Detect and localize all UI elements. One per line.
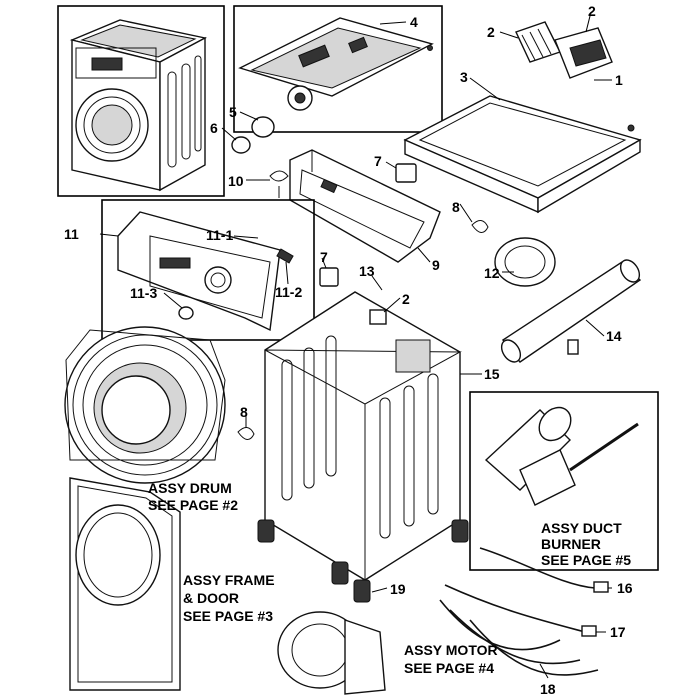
- control-panel-assembly: [101, 199, 315, 341]
- callout-6: 6: [210, 120, 218, 136]
- note-duct-line1: ASSY DUCT: [541, 520, 622, 536]
- clip-8-left: [237, 427, 255, 440]
- clips-and-brackets: [237, 163, 489, 440]
- clip-10: [269, 170, 289, 198]
- note-motor-line1: ASSY MOTOR: [404, 642, 498, 658]
- knob-part-5: [251, 116, 275, 138]
- bracket-7-top: [395, 163, 417, 183]
- assembly-notes: ASSY DRUM SEE PAGE #2 ASSY FRAME & DOOR …: [148, 480, 631, 676]
- drum-front-assembly: [64, 326, 226, 484]
- callout-17: 17: [610, 624, 626, 640]
- overview-inset: [57, 5, 225, 197]
- callout-11-2: 11-2: [275, 284, 302, 300]
- sensor-2-mid: [369, 309, 387, 325]
- selector-knob: [204, 266, 232, 294]
- pcb-board: [250, 27, 422, 89]
- callout-9: 9: [432, 257, 440, 273]
- note-frame-line1: ASSY FRAME: [183, 572, 275, 588]
- callout-2-cabinet: 2: [402, 291, 410, 307]
- note-frame-line3: SEE PAGE #3: [183, 608, 273, 624]
- cabinet: [264, 291, 462, 581]
- note-motor-line2: SEE PAGE #4: [404, 660, 494, 676]
- bracket-7-mid: [319, 267, 339, 287]
- exhaust-duct-parts: [494, 237, 642, 363]
- knob-11-3: [178, 306, 194, 320]
- callout-7-mid: 7: [320, 249, 328, 265]
- callout-15: 15: [484, 366, 500, 382]
- note-drum-line1: ASSY DRUM: [148, 480, 232, 496]
- callout-10: 10: [228, 173, 244, 189]
- note-frame-line2: & DOOR: [183, 590, 239, 606]
- callout-7-top: 7: [374, 153, 382, 169]
- callout-13: 13: [359, 263, 375, 279]
- control-board-assembly: [231, 5, 443, 154]
- knob-part-6: [231, 136, 251, 154]
- filter-sensor-parts: [515, 21, 613, 79]
- callout-19: 19: [390, 581, 406, 597]
- front-frame-and-door: [69, 477, 181, 691]
- callout-2-top: 2: [588, 3, 596, 19]
- clip-8-top: [471, 220, 489, 233]
- note-duct-line2: BURNER: [541, 536, 601, 552]
- callout-18: 18: [540, 681, 556, 697]
- duct-burner-assembly: [469, 391, 659, 571]
- callout-3: 3: [460, 69, 468, 85]
- dryer-overview-illustration: [69, 19, 208, 192]
- control-panel-frame: [289, 149, 441, 263]
- filter-grille: [515, 21, 561, 63]
- wire-harnesses: [439, 547, 609, 676]
- callout-1: 1: [615, 72, 623, 88]
- callout-8-left: 8: [240, 404, 248, 420]
- leader-lines: [99, 15, 612, 679]
- callout-5: 5: [229, 104, 237, 120]
- top-plate: [403, 95, 642, 214]
- callout-11: 11: [64, 226, 79, 242]
- leveling-feet: [257, 519, 469, 603]
- blower-motor-assembly: [277, 611, 386, 695]
- callout-12: 12: [484, 265, 500, 281]
- callout-11-1: 11-1: [206, 227, 233, 243]
- callout-numbers: 1 2 2 2 3 4 5 6 7 7 8 8 9 10 11 11-1 11-…: [64, 3, 633, 697]
- note-duct-line3: SEE PAGE #5: [541, 552, 631, 568]
- callout-16: 16: [617, 580, 633, 596]
- duct-elbow-12: [494, 237, 556, 287]
- callout-2-left: 2: [487, 24, 495, 40]
- callout-14: 14: [606, 328, 622, 344]
- note-drum-line2: SEE PAGE #2: [148, 497, 238, 513]
- callout-4: 4: [410, 14, 418, 30]
- callout-8-top: 8: [452, 199, 460, 215]
- callout-11-3: 11-3: [130, 285, 157, 301]
